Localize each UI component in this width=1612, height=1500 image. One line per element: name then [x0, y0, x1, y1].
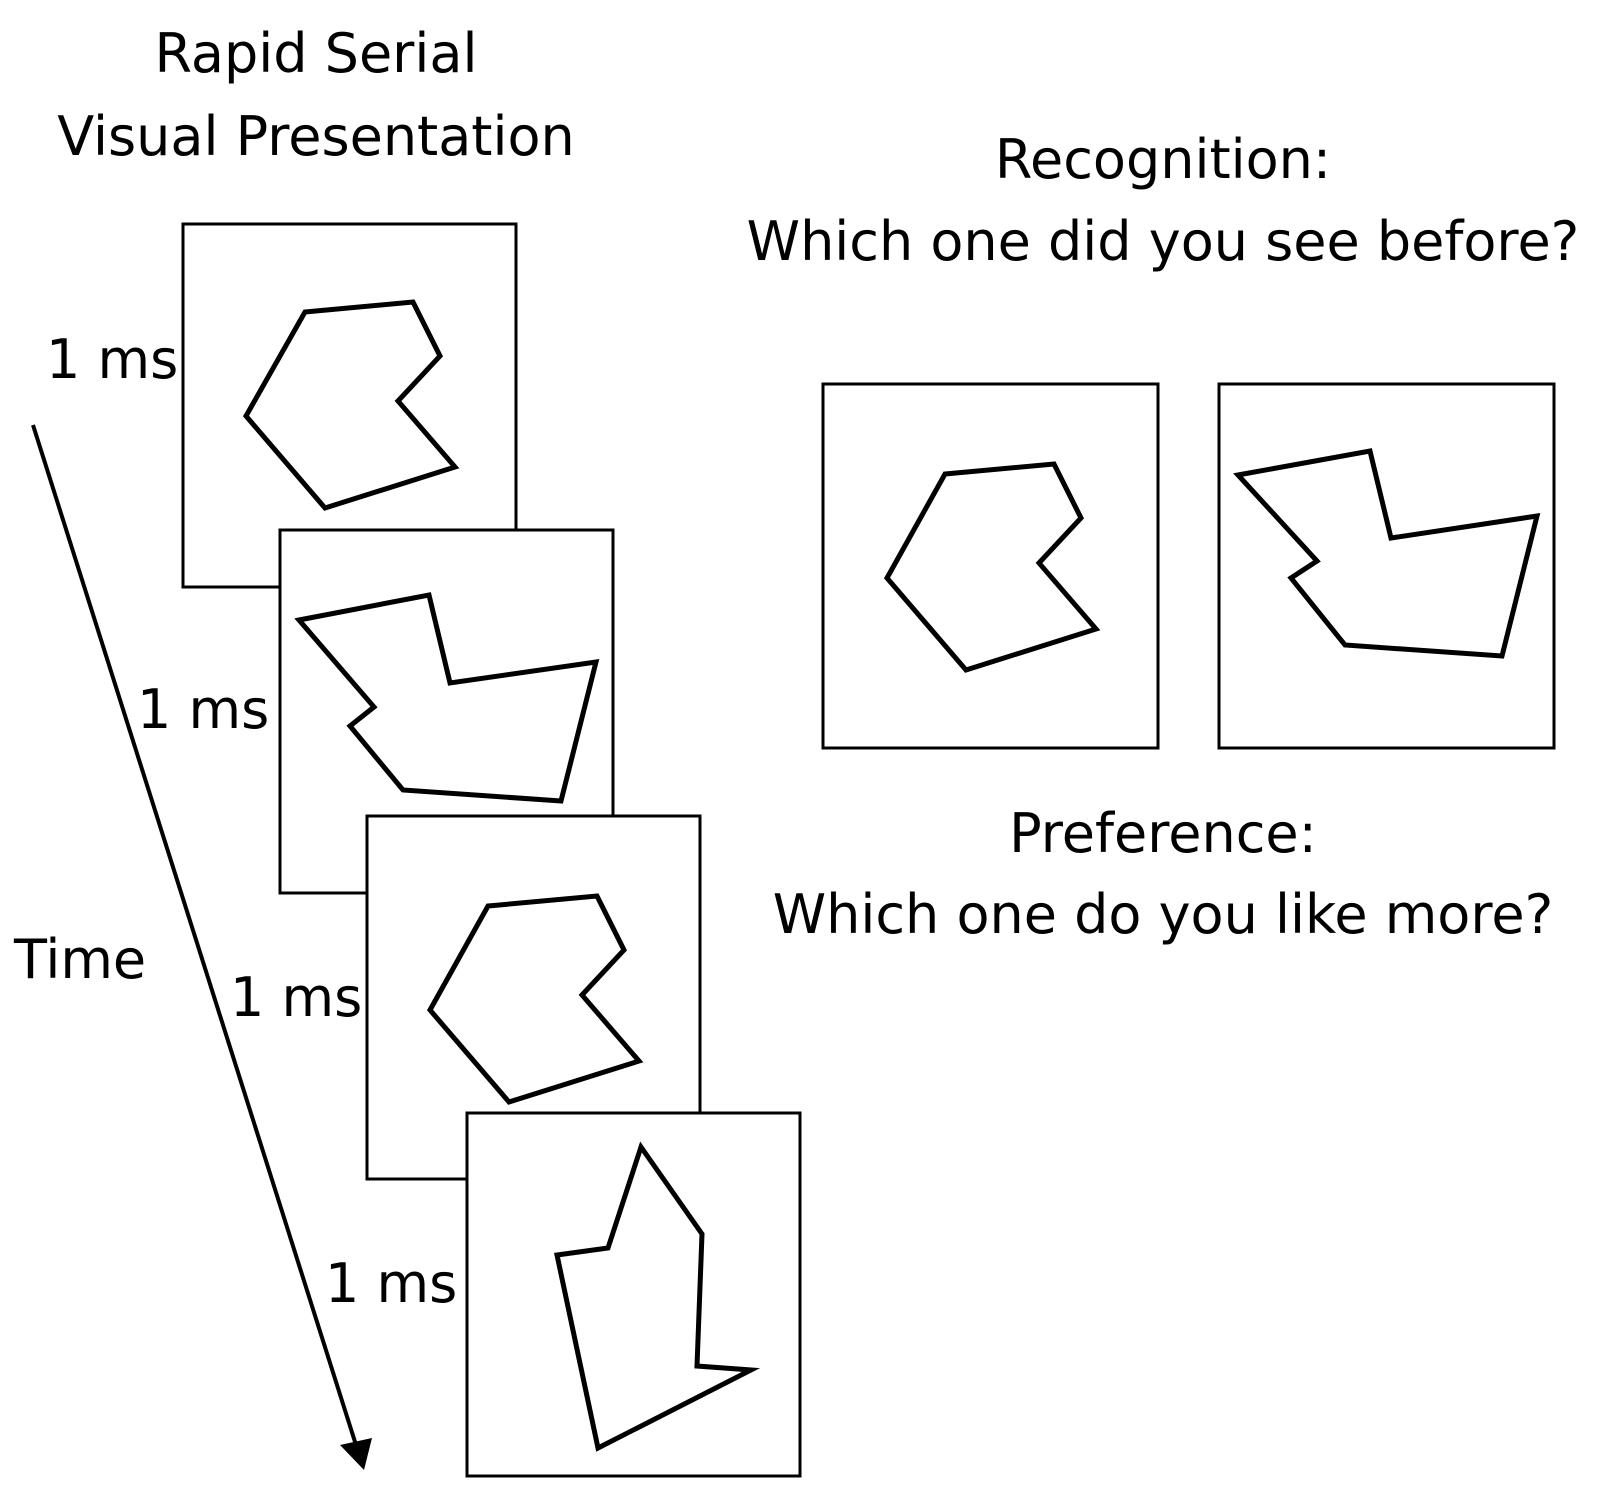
recognition-heading: Recognition: — [995, 128, 1331, 191]
preference-heading: Preference: — [1009, 802, 1317, 865]
duration-label-4: 1 ms — [325, 1252, 457, 1315]
preference-question: Which one do you like more? — [773, 883, 1554, 946]
polygon-shape-b — [1233, 448, 1541, 659]
rsvp-title-line2: Visual Presentation — [57, 105, 575, 168]
polygon-shape-a — [242, 299, 460, 511]
polygon-shape-b — [294, 592, 600, 804]
polygon-shape-a — [883, 461, 1101, 673]
rsvp-frame-1 — [181, 222, 518, 589]
test-option-right[interactable] — [1217, 382, 1556, 750]
time-label: Time — [13, 928, 146, 991]
recognition-question: Which one did you see before? — [747, 210, 1580, 273]
polygon-shape-a — [426, 893, 644, 1105]
duration-label-1: 1 ms — [46, 328, 178, 391]
duration-label-3: 1 ms — [230, 966, 362, 1029]
rsvp-title-line1: Rapid Serial — [155, 22, 478, 85]
rsvp-frame-4 — [465, 1111, 802, 1478]
duration-label-2: 1 ms — [137, 678, 269, 741]
polygon-shape-c — [553, 1141, 761, 1452]
test-option-left[interactable] — [821, 382, 1160, 750]
time-arrow — [31, 424, 372, 1470]
